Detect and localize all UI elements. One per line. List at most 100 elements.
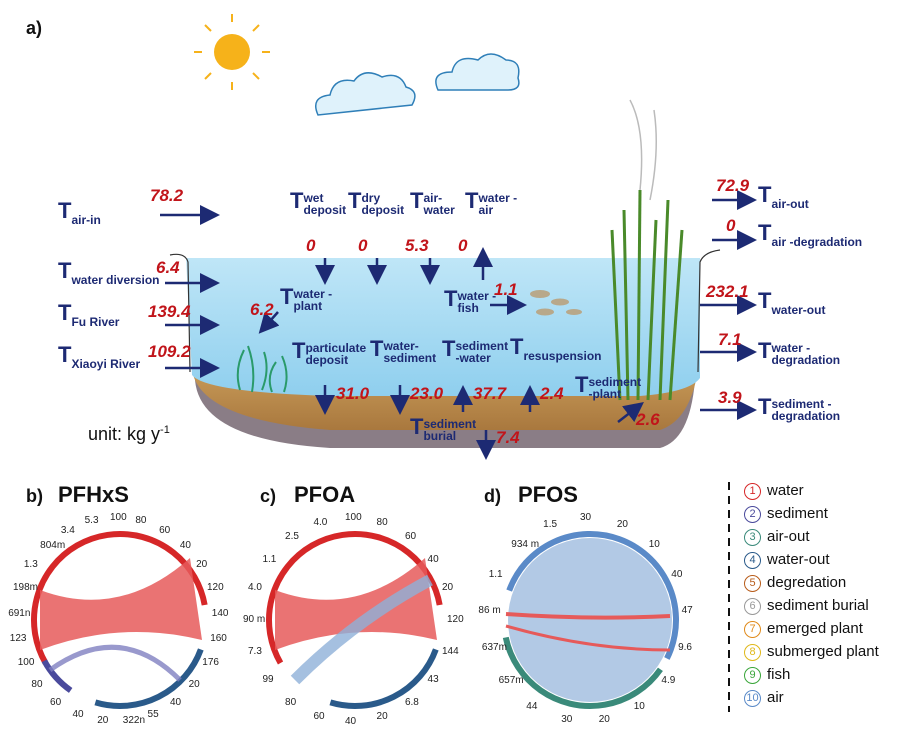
chord-tick-label: 322n [122, 715, 146, 727]
chord-tick-label: 20 [97, 715, 109, 727]
label-dry-deposit: Tdry deposit [348, 188, 405, 217]
chord-tick-label: 637m [481, 641, 507, 653]
label-air-out: Tair-out [758, 182, 809, 211]
chord-tick-label: 804m [40, 539, 66, 551]
legend-label: emerged plant [767, 620, 863, 637]
chord-tick-label: 20 [598, 714, 610, 726]
chord-tick-label: 176 [202, 657, 219, 669]
chord-tick-label: 40 [345, 716, 357, 727]
water-layer [186, 258, 700, 396]
chord-tick-label: 40 [72, 708, 84, 720]
sun-icon [194, 14, 270, 90]
chord-tick-label: 80 [376, 516, 388, 528]
label-sediment-degradation: Tsediment -degradation [758, 394, 841, 423]
chord-tick-label: 40 [169, 696, 182, 708]
legend-label: water [767, 482, 804, 499]
chord-tick-label: 20 [196, 559, 208, 571]
chord-tick-label: 60 [313, 711, 325, 722]
legend-number-icon: 1 [744, 482, 761, 500]
chord-tick-label: 1.1 [488, 568, 503, 580]
chord-tick-label: 60 [50, 696, 62, 708]
value-sediment-degradation: 3.9 [718, 388, 742, 407]
chord-tick-label: 40 [671, 568, 683, 580]
legend-label: air [767, 689, 784, 706]
chord-tick-label: 80 [135, 515, 147, 527]
panel-a-graphic [160, 14, 757, 460]
chord-tick-label: 691n [8, 607, 31, 619]
value-xiaoyi-river: 109.2 [148, 342, 191, 361]
label-water-air: Twater -air [465, 188, 518, 217]
chord-tick-label: 1.5 [543, 518, 558, 530]
chord-tick-label: 9.6 [678, 641, 692, 653]
chord-tick-label: 120 [447, 614, 464, 625]
label-resuspension: Tresuspension [510, 334, 602, 363]
chord-tick-label: 7.3 [247, 645, 262, 657]
chord-tick-label: 30 [561, 714, 573, 726]
chord-tick-label: 47 [681, 604, 693, 616]
panel-c-title: PFOA [294, 482, 356, 507]
value-sediment-burial: 7.4 [496, 428, 520, 447]
label-wet-deposit: Twet deposit [290, 188, 347, 217]
chord-tick-label: 40 [179, 539, 191, 551]
label-air-degradation: Tair -degradation [758, 220, 863, 249]
label-water-degradation: Twater -degradation [758, 338, 841, 367]
chord-tick-label: 4.9 [661, 675, 676, 687]
chord-tick-label: 657m [498, 675, 524, 687]
value-particulate-deposit: 31.0 [336, 384, 370, 403]
value-dry-deposit: 0 [358, 236, 368, 255]
legend-number-icon: 10 [744, 689, 761, 707]
panel-c-tag: c) [260, 486, 277, 506]
chord-tick-label: 40 [427, 554, 439, 566]
chord-tick-label: 4.0 [247, 582, 262, 594]
chord-tick-label: 80 [285, 696, 297, 708]
label-xiaoyi-river: TXiaoyi River [58, 342, 141, 371]
chord-tick-label: 160 [210, 633, 227, 645]
chord-diagrams [31, 531, 679, 709]
label-fu-river: TFu River [58, 300, 120, 329]
chord-tick-label: 10 [633, 700, 645, 712]
legend-divider [728, 482, 730, 712]
label-air-in: Tair-in [58, 198, 101, 227]
legend-label: sediment burial [767, 597, 869, 614]
value-air-degradation: 0 [726, 216, 736, 235]
label-air-water: Tair- water [410, 188, 455, 217]
chord-tick-label: 100 [17, 657, 35, 669]
chord-tick-label: 2.5 [285, 531, 299, 543]
value-sediment-plant: 2.6 [636, 410, 660, 429]
value-water-degradation: 7.1 [718, 330, 742, 349]
panel-d-tag: d) [484, 486, 501, 506]
label-water-fish: Twater -fish [444, 286, 497, 315]
legend-label: sediment [767, 505, 828, 522]
value-air-in: 78.2 [150, 186, 184, 205]
cloud-icon [315, 53, 520, 116]
chord-tick-label: 100 [110, 512, 127, 523]
panel-b-tag: b) [26, 486, 43, 506]
chord-tick-label: 86 m [478, 604, 501, 616]
label-sediment-burial: Tsediment burial [410, 414, 477, 443]
value-water-out: 232.1 [706, 282, 749, 301]
label-sediment-plant: Tsediment -plant [575, 372, 642, 401]
chord-tick-label: 140 [211, 607, 229, 619]
chord-tick-label: 10 [648, 538, 660, 550]
chord-tick-label: 80 [31, 679, 43, 691]
value-sediment-water: 37.7 [473, 384, 507, 403]
chord-tick-label: 99 [262, 673, 274, 685]
unit-label: unit: kg y-1 [88, 424, 170, 444]
legend-number-icon: 5 [744, 574, 761, 592]
chord-tick-label: 20 [442, 582, 454, 594]
chord-tick-label: 120 [207, 582, 224, 594]
value-water-plant: 6.2 [250, 300, 274, 319]
label-particulate-deposit: Tparticulate deposit [292, 338, 367, 367]
label-water-diversion: Twater diversion [58, 258, 160, 287]
chord-tick-label: 5.3 [84, 515, 99, 527]
value-water-air: 0 [458, 236, 468, 255]
chord-tick-label: 44 [526, 700, 538, 712]
label-water-sediment: Twater- sediment [370, 336, 437, 365]
label-sediment-water: Tsediment -water [442, 336, 509, 365]
